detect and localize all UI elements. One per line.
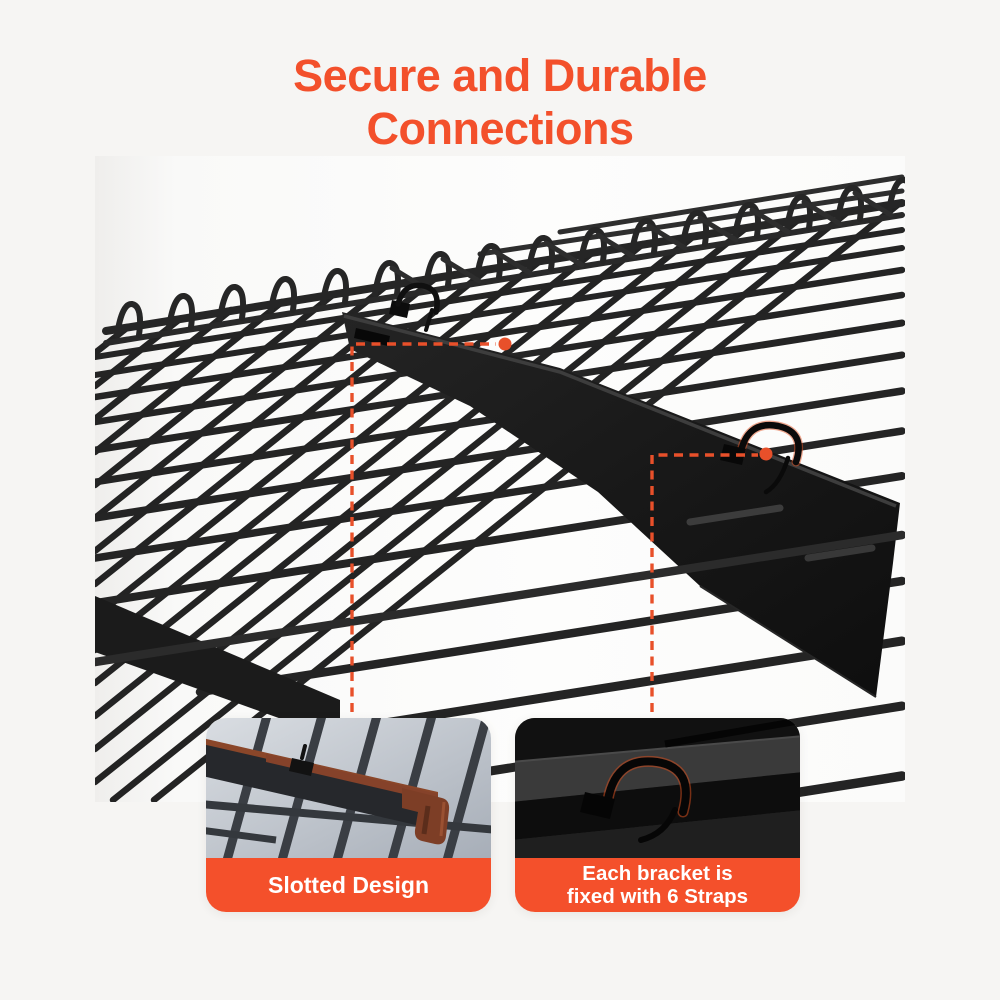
inset2-wire xyxy=(664,718,800,748)
callout-dotted-line-2 xyxy=(650,453,758,712)
title-line-1: Secure and Durable xyxy=(293,50,707,101)
title-line-2: Connections xyxy=(366,102,634,154)
inset-label-bar: Slotted Design xyxy=(206,858,491,912)
inset1-label-line1: Slotted Design xyxy=(267,871,429,898)
channel-slot xyxy=(354,328,390,346)
inset-label-bar: Each bracket is fixed with 6 Straps xyxy=(515,858,800,912)
inset-photo-slotted-bracket xyxy=(206,718,491,858)
inset2-zip-tie xyxy=(580,755,692,843)
inset-photo-strap xyxy=(515,718,800,858)
front-runner-wire xyxy=(95,530,905,667)
inset2-label-line2: fixed with 6 Straps xyxy=(566,885,749,908)
callout-leader-straps xyxy=(650,447,773,712)
inset-card-slotted-design: Slotted Design xyxy=(206,718,491,912)
inset1-clip xyxy=(289,744,314,776)
support-channel xyxy=(342,312,900,698)
zip-tie-strap-1 xyxy=(389,282,440,332)
inset-card-strap-fixing: Each bracket is fixed with 6 Straps xyxy=(515,718,800,912)
callout-leader-slotted-design xyxy=(350,337,512,712)
left-support-channel xyxy=(95,596,340,740)
inset1-cross-wire xyxy=(206,800,491,834)
deck-edge-rail xyxy=(102,199,905,346)
zip-tie-strap-2 xyxy=(720,420,804,495)
page-title: Secure and Durable Connections xyxy=(0,50,1000,155)
inset1-cross-wire-2 xyxy=(206,827,277,844)
callout-dot-2 xyxy=(759,447,773,461)
inset2-label-line1: Each bracket is xyxy=(582,861,733,885)
callout-dot-1 xyxy=(498,337,512,351)
